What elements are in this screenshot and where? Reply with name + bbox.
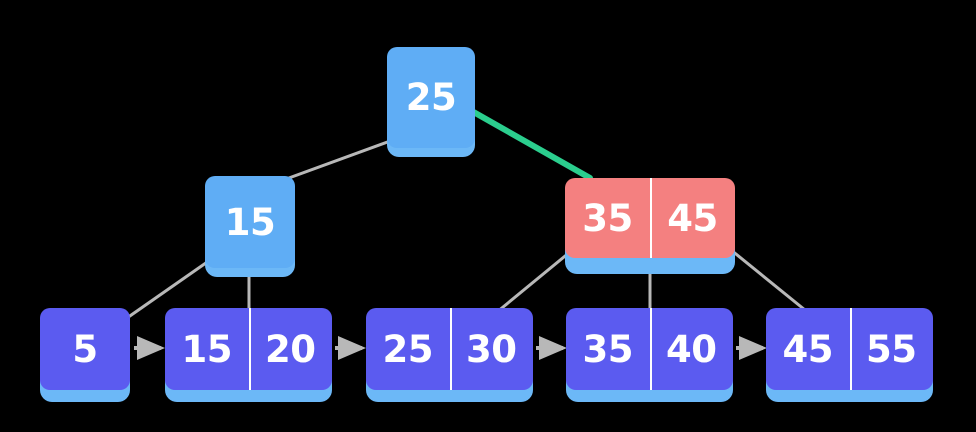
node-body: 45 55	[766, 308, 933, 390]
tree-node-leaf-4[interactable]: 35 40	[566, 308, 733, 402]
node-body: 35 45	[565, 178, 735, 258]
tree-node-leaf-5[interactable]: 45 55	[766, 308, 933, 402]
node-body: 15	[205, 176, 295, 268]
node-key-cell[interactable]: 15	[224, 200, 276, 244]
node-key-cell[interactable]: 25	[405, 76, 457, 119]
node-body: 25	[387, 47, 475, 148]
tree-edge-edge-inner-right-leaf5	[730, 248, 806, 312]
node-key-cell[interactable]: 45	[650, 178, 735, 258]
node-key-cell[interactable]: 35	[582, 196, 633, 240]
tree-node-leaf-3[interactable]: 25 30	[366, 308, 533, 402]
tree-node-inner-right[interactable]: 35 45	[565, 178, 735, 274]
tree-node-inner-left[interactable]: 15	[205, 176, 295, 277]
node-key-cell[interactable]: 20	[248, 308, 333, 390]
node-body: 35 40	[566, 308, 733, 390]
node-body: 25 30	[366, 308, 533, 390]
tree-edge-edge-inner-right-leaf3	[496, 250, 571, 314]
node-key-cell[interactable]: 55	[849, 308, 934, 390]
node-key-cell[interactable]: 35	[582, 327, 634, 371]
tree-node-leaf-1[interactable]: 5	[40, 308, 130, 402]
tree-edge-edge-root-right	[467, 107, 593, 181]
node-body: 5	[40, 308, 130, 390]
node-key-cell[interactable]: 30	[449, 308, 534, 390]
node-key-cell[interactable]: 45	[782, 327, 834, 371]
node-key-cell[interactable]: 25	[382, 327, 434, 371]
tree-edge-edge-inner-left-leaf1	[126, 256, 214, 320]
node-key-cell[interactable]: 40	[649, 308, 734, 390]
node-key-cell[interactable]: 5	[72, 327, 98, 371]
tree-node-root[interactable]: 25	[387, 47, 475, 157]
node-key-cell[interactable]: 15	[181, 327, 233, 371]
